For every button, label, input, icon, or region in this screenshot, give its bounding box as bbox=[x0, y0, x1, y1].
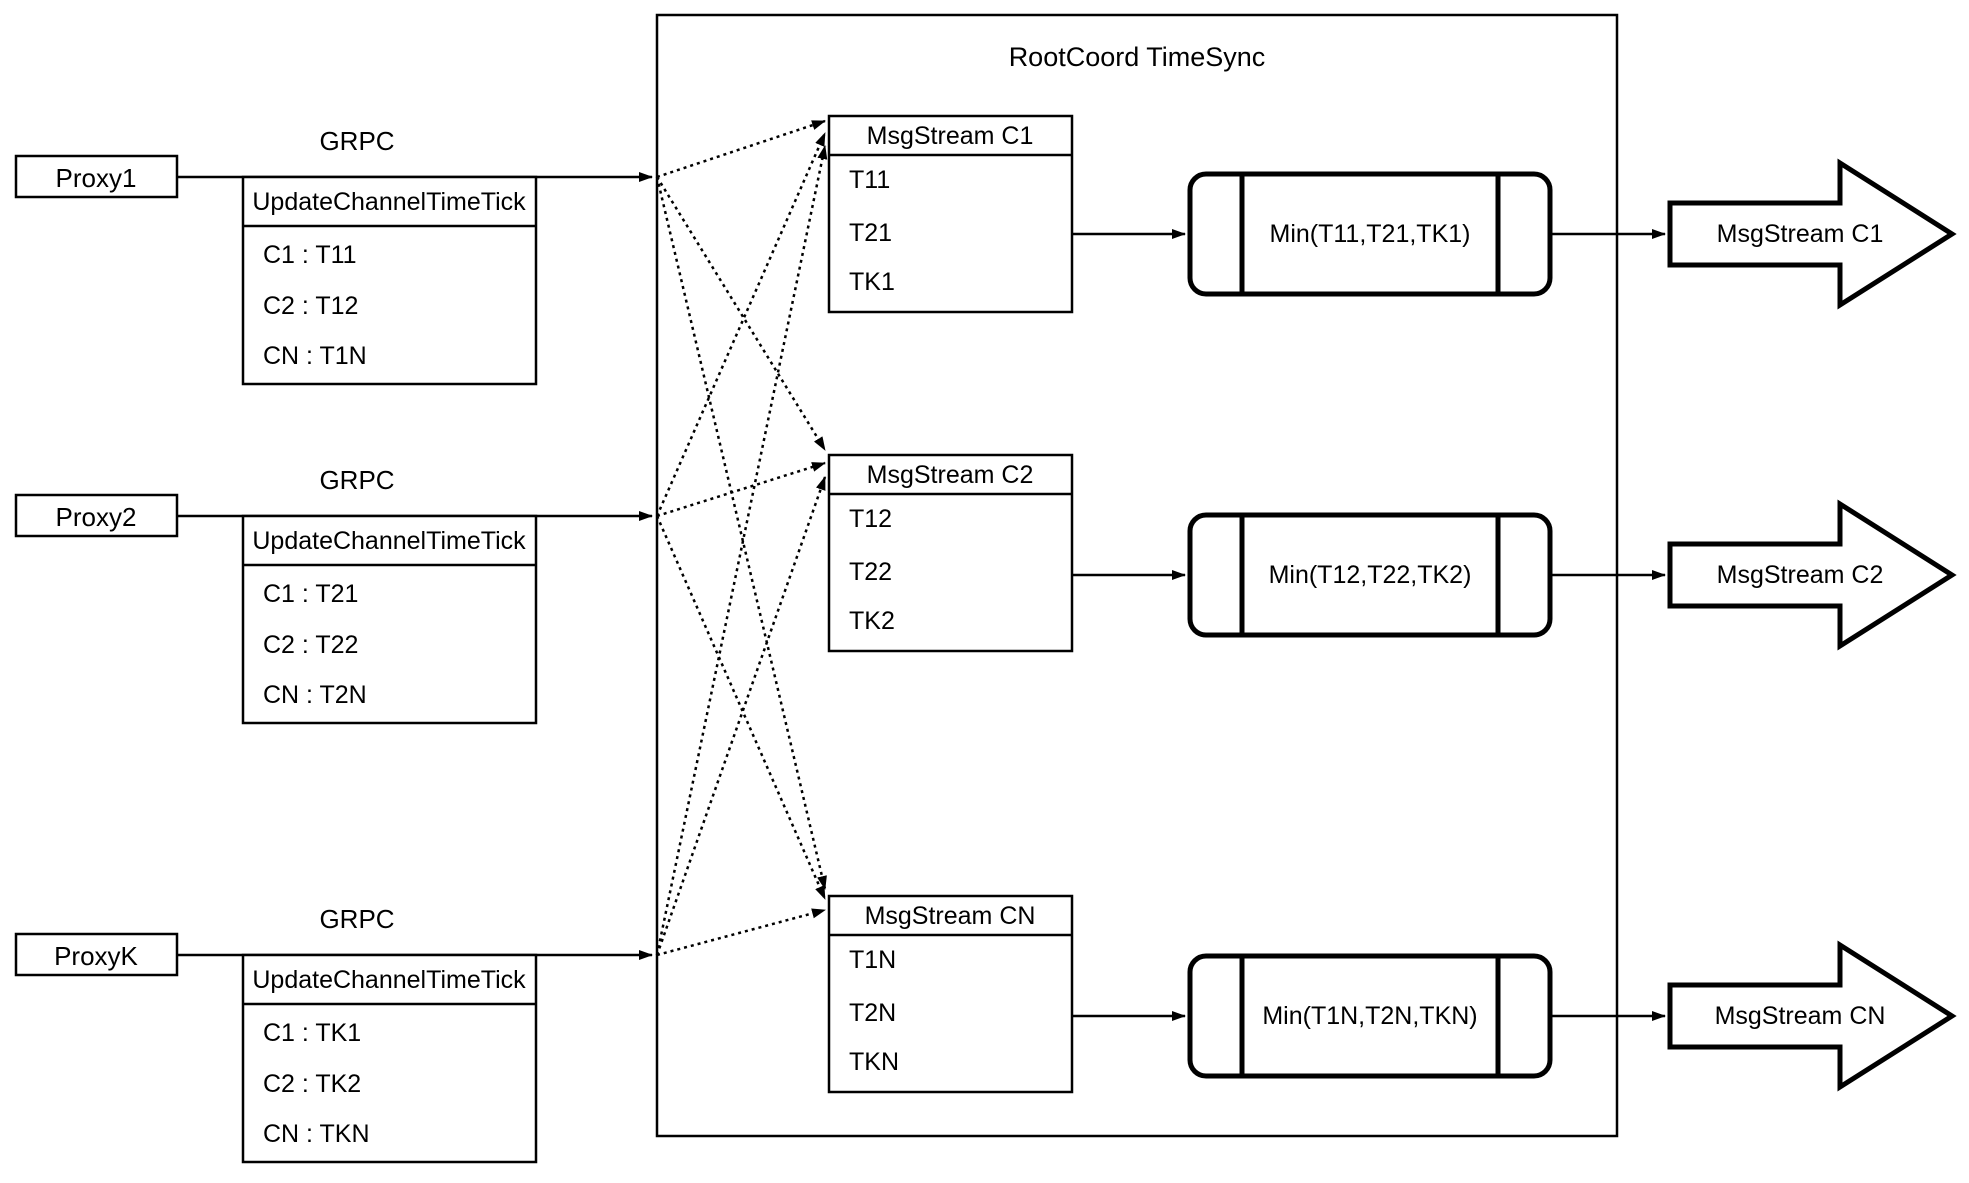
table-row: C1 : TK1 bbox=[263, 1019, 361, 1047]
min-label: Min(T12,T22,TK2) bbox=[1269, 561, 1472, 589]
table-row: C2 : TK2 bbox=[263, 1070, 361, 1098]
grpc-label: GRPC bbox=[319, 465, 394, 495]
timestamp-cell: T1N bbox=[849, 946, 896, 974]
timestamp-cell: TK1 bbox=[849, 268, 895, 296]
table-header: UpdateChannelTimeTick bbox=[252, 188, 526, 216]
update-timetick-table bbox=[241, 953, 538, 1164]
msgstream-table bbox=[827, 894, 1074, 1094]
proxy-group-k: ProxyK GRPC UpdateChannelTimeTick C1 : T… bbox=[14, 904, 653, 1164]
output-stream-label: MsgStream C2 bbox=[1717, 561, 1884, 589]
output-block-arrow bbox=[1667, 940, 1957, 1092]
fanout-arrow-p1-c1 bbox=[656, 119, 826, 179]
fanout-arrow-p2-cn bbox=[655, 515, 827, 900]
proxy-box bbox=[14, 932, 179, 977]
table-row: CN : T1N bbox=[263, 342, 367, 370]
table-row: C1 : T21 bbox=[263, 580, 358, 608]
proxy-label: Proxy1 bbox=[56, 163, 137, 193]
timestamp-cell: TKN bbox=[849, 1048, 899, 1076]
fanout-arrow-p1-c2 bbox=[655, 176, 827, 451]
proxy-label: Proxy2 bbox=[56, 502, 137, 532]
proxy-label: ProxyK bbox=[54, 941, 138, 971]
proxy-group-1: Proxy1 GRPC UpdateChannelTimeTick C1 : T… bbox=[14, 126, 653, 386]
fanout-arrow-pk-c2 bbox=[655, 476, 827, 956]
msgstream-table bbox=[827, 114, 1074, 314]
min-label: Min(T11,T21,TK1) bbox=[1270, 220, 1471, 248]
output-stream-label: MsgStream C1 bbox=[1717, 220, 1884, 248]
proxy-box bbox=[14, 493, 179, 538]
min-label: Min(T1N,T2N,TKN) bbox=[1262, 1002, 1477, 1030]
timestamp-cell: T22 bbox=[849, 558, 892, 586]
grpc-label: GRPC bbox=[319, 904, 394, 934]
output-stream-label: MsgStream CN bbox=[1715, 1002, 1886, 1030]
msgstream-table bbox=[827, 453, 1074, 653]
msgstream-table-header: MsgStream CN bbox=[865, 902, 1036, 930]
fanout-arrow-pk-c1 bbox=[655, 145, 828, 956]
grpc-label: GRPC bbox=[319, 126, 394, 156]
stream-row-c1: MsgStream C1 T11 T21 TK1 Min(T11,T21,TK1… bbox=[827, 114, 1957, 314]
rootcoord-title: RootCoord TimeSync bbox=[1009, 42, 1266, 72]
table-row: CN : T2N bbox=[263, 681, 367, 709]
table-header: UpdateChannelTimeTick bbox=[252, 966, 526, 994]
stream-row-c2: MsgStream C2 T12 T22 TK2 Min(T12,T22,TK2… bbox=[827, 453, 1957, 653]
output-block-arrow bbox=[1667, 158, 1957, 310]
timestamp-cell: T12 bbox=[849, 505, 892, 533]
msgstream-table-header: MsgStream C2 bbox=[867, 461, 1034, 489]
fanout-arrow-pk-cn bbox=[656, 908, 826, 957]
timestamp-cell: T11 bbox=[849, 166, 890, 194]
timestamp-cell: TK2 bbox=[849, 607, 895, 635]
fanout-arrow-p2-c1 bbox=[655, 132, 827, 517]
timestamp-cell: T21 bbox=[849, 219, 892, 247]
proxy-group-2: Proxy2 GRPC UpdateChannelTimeTick C1 : T… bbox=[14, 465, 653, 725]
table-row: CN : TKN bbox=[263, 1120, 370, 1148]
table-header: UpdateChannelTimeTick bbox=[252, 527, 526, 555]
msgstream-table-header: MsgStream C1 bbox=[867, 122, 1034, 150]
fanout-dotted-arrows bbox=[655, 119, 828, 957]
proxy-box bbox=[14, 154, 179, 199]
fanout-arrow-p2-c2 bbox=[656, 461, 826, 518]
stream-row-cn: MsgStream CN T1N T2N TKN Min(T1N,T2N,TKN… bbox=[827, 894, 1957, 1094]
update-timetick-table bbox=[241, 514, 538, 725]
timestamp-cell: T2N bbox=[849, 999, 896, 1027]
table-row: C1 : T11 bbox=[263, 241, 357, 269]
table-row: C2 : T22 bbox=[263, 631, 358, 659]
output-block-arrow bbox=[1667, 499, 1957, 651]
fanout-arrow-p1-cn bbox=[655, 176, 827, 890]
table-row: C2 : T12 bbox=[263, 292, 358, 320]
update-timetick-table bbox=[241, 175, 538, 386]
